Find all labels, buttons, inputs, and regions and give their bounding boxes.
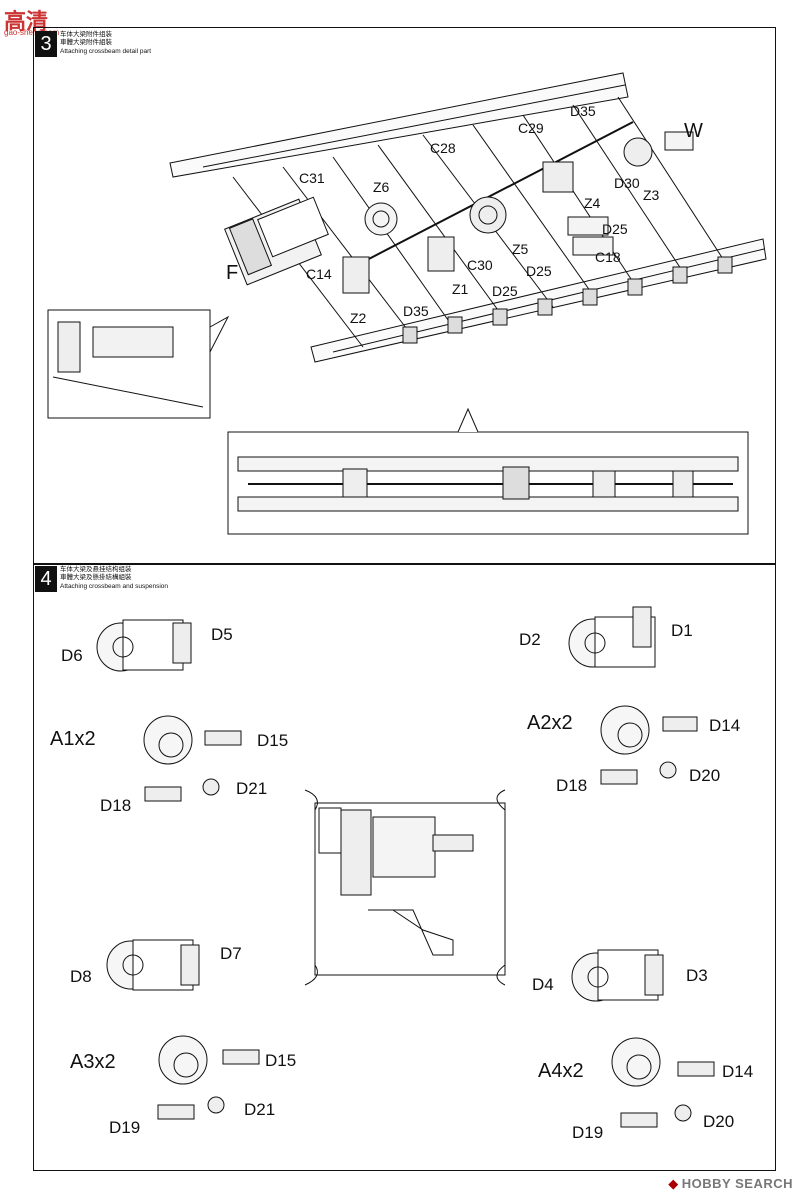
label-d3: D3	[686, 966, 708, 985]
label-z1: Z1	[452, 281, 469, 297]
label-d18-a2: D18	[556, 776, 588, 795]
label-d7: D7	[220, 944, 242, 963]
label-a4x2: A4x2	[538, 1060, 584, 1082]
label-d4: D4	[532, 975, 554, 994]
chassis-assembly-drawing	[47, 72, 767, 535]
logo-url: gao-sheng.com	[4, 28, 60, 37]
label-d21-a1: D21	[236, 779, 268, 798]
label-d14-a2: D14	[709, 716, 741, 735]
label-c18: C18	[595, 249, 621, 265]
label-z5: Z5	[512, 241, 529, 257]
logo-text: 高清	[4, 9, 49, 34]
step4-caption-cn2: 車體大梁及懸掛結構組裝	[60, 574, 132, 581]
label-d25-right: D25	[602, 221, 628, 237]
label-d2: D2	[519, 630, 541, 649]
label-d30: D30	[614, 175, 640, 191]
label-c29: C29	[518, 120, 544, 136]
label-d25-left: D25	[492, 283, 518, 299]
label-d35-top: D35	[570, 103, 596, 119]
hobby-search-watermark: ◆HOBBY SEARCH	[668, 1176, 793, 1192]
label-z2: Z2	[350, 310, 367, 326]
label-d14-a4: D14	[722, 1062, 754, 1081]
step4-caption-en: Attaching crossbeam and suspension	[60, 583, 169, 590]
label-d19-a4: D19	[572, 1123, 604, 1142]
label-d25-mid: D25	[526, 263, 552, 279]
label-c31: C31	[299, 170, 325, 186]
label-c30: C30	[467, 257, 493, 273]
step3-number: 3	[35, 31, 57, 57]
label-d20-a4: D20	[703, 1112, 735, 1131]
label-d6: D6	[61, 646, 83, 665]
instruction-page-frame	[33, 27, 776, 1171]
step3-caption-cn2: 車體大梁附件組裝	[60, 39, 112, 46]
label-c14: C14	[306, 266, 332, 282]
step4-number: 4	[35, 566, 57, 592]
suspension-assembly-drawing	[96, 606, 715, 1128]
label-d5: D5	[211, 625, 233, 644]
step4-caption-cn1: 车体大梁及悬挂结构组装	[60, 566, 132, 573]
label-c28: C28	[430, 140, 456, 156]
step3-caption-cn1: 车体大梁附件组装	[60, 31, 112, 38]
label-d1: D1	[671, 621, 693, 640]
label-d15-a1: D15	[257, 731, 289, 750]
label-d35-bottom: D35	[403, 303, 429, 319]
label-d18-a1: D18	[100, 796, 132, 815]
label-f: F	[226, 262, 239, 284]
hobby-search-logo-icon: ◆	[668, 1176, 679, 1191]
label-a1x2: A1x2	[50, 728, 96, 750]
label-a3x2: A3x2	[70, 1051, 116, 1073]
watermark-text: HOBBY SEARCH	[681, 1176, 793, 1191]
label-z3: Z3	[643, 187, 660, 203]
label-d21-a3: D21	[244, 1100, 276, 1119]
label-d19-a3: D19	[109, 1118, 141, 1137]
step-divider	[33, 563, 776, 565]
label-d8: D8	[70, 967, 92, 986]
label-d15-a3: D15	[265, 1051, 297, 1070]
label-w: W	[684, 120, 703, 142]
label-z6: Z6	[373, 179, 390, 195]
label-d20-a2: D20	[689, 766, 721, 785]
label-a2x2: A2x2	[527, 712, 573, 734]
label-z4: Z4	[584, 195, 601, 211]
site-logo: 高清 gao-sheng.com	[4, 4, 74, 38]
step3-caption-en: Attaching crossbeam detail part	[60, 48, 152, 55]
